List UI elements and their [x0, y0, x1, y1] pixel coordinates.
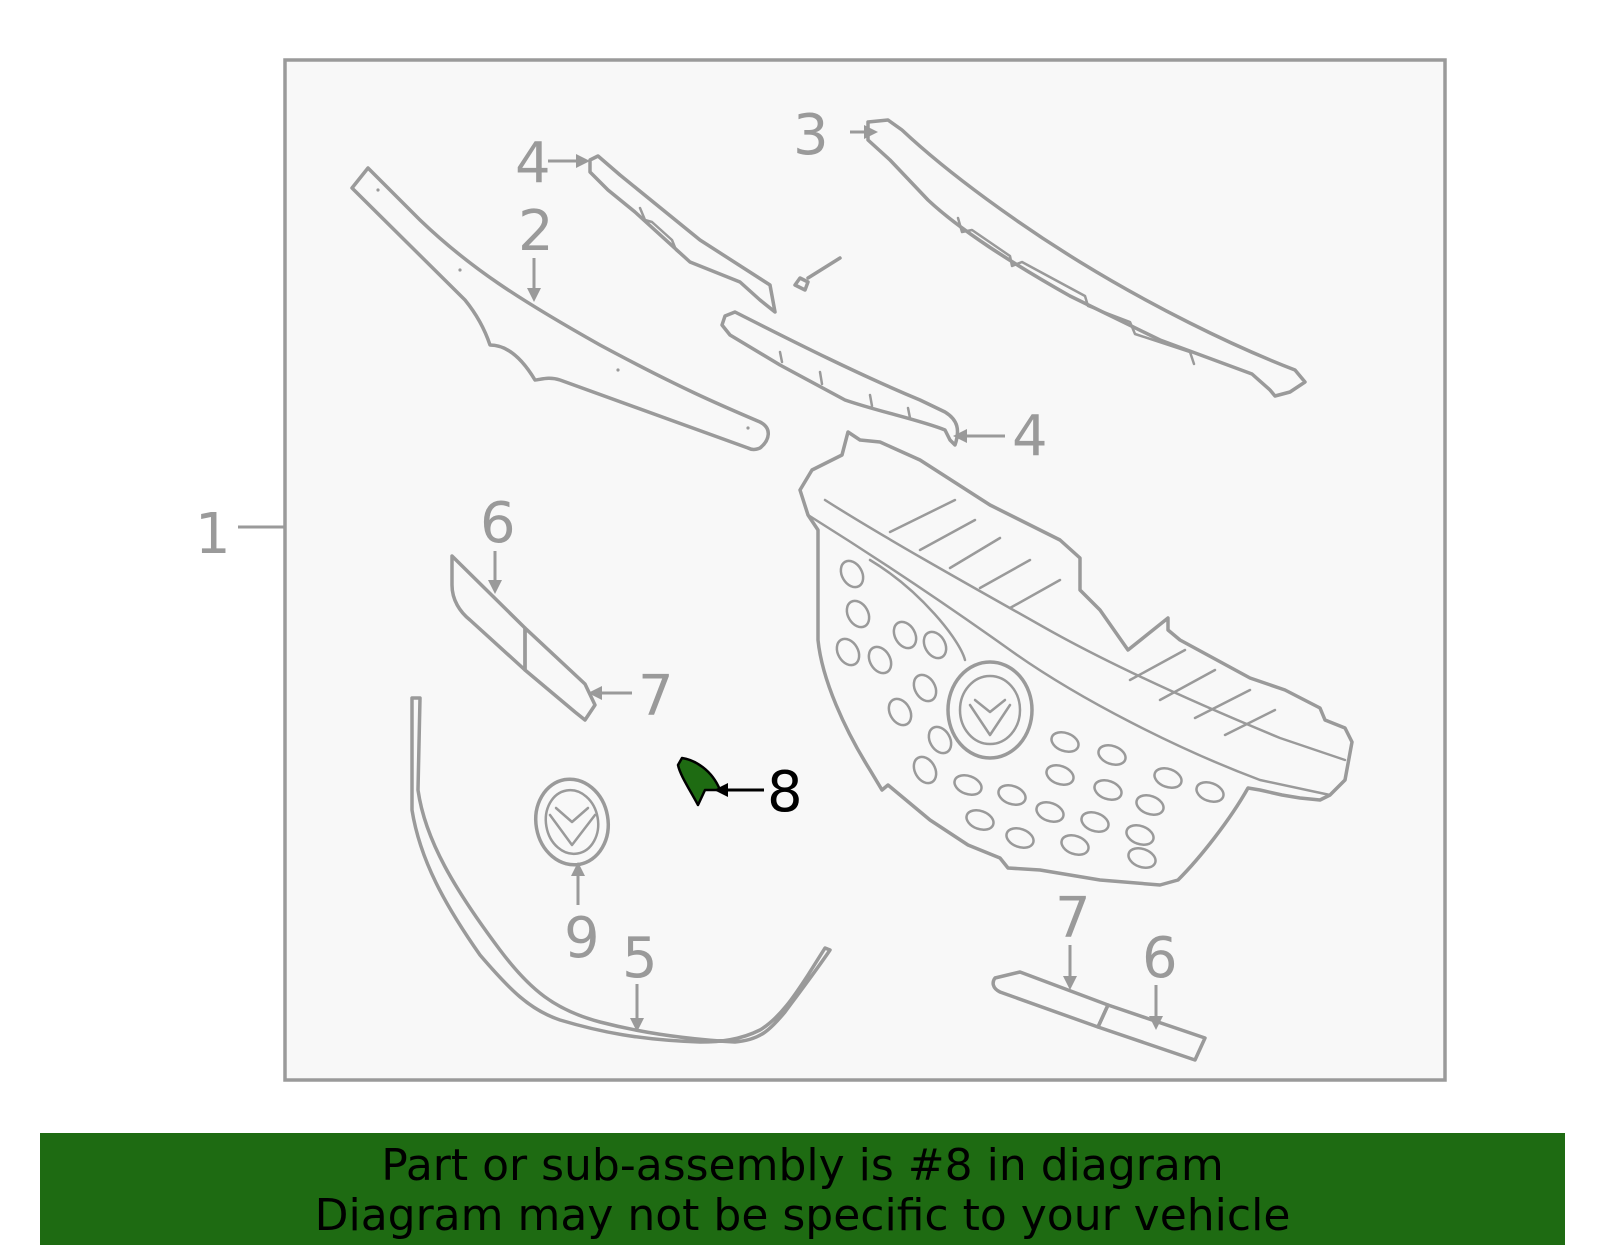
- banner-line-1: Part or sub-assembly is #8 in diagram: [381, 1140, 1224, 1191]
- part-6-left-molding[interactable]: [450, 554, 527, 672]
- callout-6b-arrowhead: [1149, 1016, 1163, 1030]
- callout-3-arrowhead: [864, 125, 878, 139]
- callout-8-arrowhead: [714, 783, 728, 797]
- callout-8[interactable]: 8: [767, 760, 803, 825]
- part-3-top-molding[interactable]: [866, 118, 1307, 398]
- part-5-lower-trim[interactable]: [410, 696, 832, 1044]
- callout-1[interactable]: 1: [195, 502, 231, 567]
- part-4-lower-molding[interactable]: [720, 310, 960, 447]
- callout-4b-arrowhead: [953, 429, 967, 443]
- callout-6b[interactable]: 6: [1142, 926, 1178, 991]
- grille-openings: [835, 559, 1225, 869]
- callout-5-arrowhead: [630, 1018, 644, 1032]
- callout-3[interactable]: 3: [793, 103, 829, 168]
- callout-6a[interactable]: 6: [480, 491, 516, 556]
- callout-7a-arrowhead: [588, 686, 602, 700]
- callout-4b[interactable]: 4: [1012, 404, 1048, 469]
- grille-body[interactable]: [798, 430, 1354, 887]
- callout-6a-arrowhead: [488, 580, 502, 594]
- callout-9[interactable]: 9: [564, 906, 600, 971]
- callout-2-arrowhead: [527, 288, 541, 302]
- callout-4a[interactable]: 4: [515, 131, 551, 196]
- callout-5[interactable]: 5: [622, 926, 658, 991]
- part-2-upper-molding[interactable]: [350, 166, 770, 452]
- callout-7b-arrowhead: [1063, 976, 1077, 990]
- callout-7b[interactable]: 7: [1055, 886, 1091, 951]
- info-banner: Part or sub-assembly is #8 in diagram Di…: [40, 1133, 1565, 1245]
- fastener-clip[interactable]: [793, 256, 842, 292]
- callout-2[interactable]: 2: [518, 199, 554, 264]
- assembly-frame: [283, 58, 1447, 1082]
- part-6-right-molding[interactable]: [1096, 1003, 1207, 1062]
- part-9-emblem[interactable]: [529, 773, 615, 870]
- callout-9-arrowhead: [571, 862, 585, 876]
- callout-7a[interactable]: 7: [638, 664, 674, 729]
- banner-line-2: Diagram may not be specific to your vehi…: [314, 1190, 1291, 1241]
- callout-4a-arrowhead: [576, 154, 590, 168]
- part-4-upper-molding[interactable]: [588, 154, 777, 314]
- part-8-highlighted[interactable]: [676, 756, 722, 807]
- part-7-left-molding[interactable]: [523, 626, 597, 722]
